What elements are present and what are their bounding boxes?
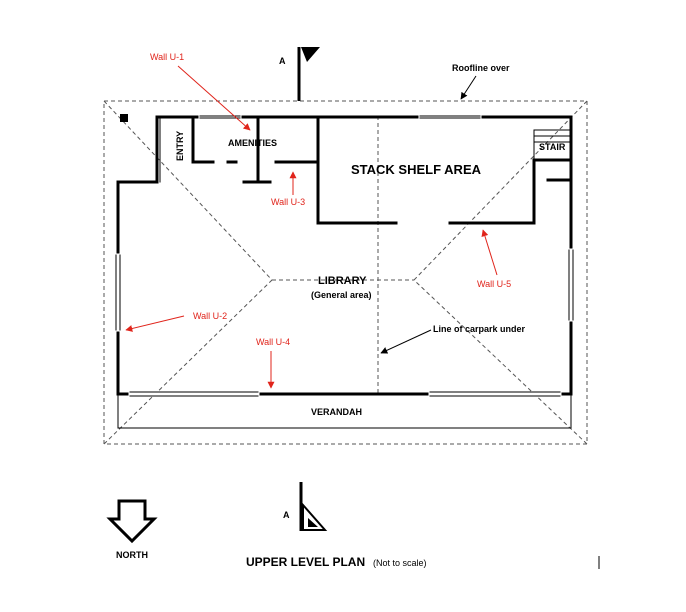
note-roofline: Roofline over [452,63,510,73]
north-label: NORTH [116,550,148,560]
section-marker-top-label: A [279,56,286,66]
wall-label-u1: Wall U-1 [150,52,184,62]
roofline-outline [103,100,588,445]
wall-u5-arrow [481,229,498,276]
corner-marker-icon [120,114,128,122]
north-arrow-icon [106,499,158,544]
wall-label-u2: Wall U-2 [193,311,227,321]
section-marker-bottom-label: A [283,510,290,520]
note-carpark: Line of carpark under [433,324,526,334]
roofline-pointer [460,75,477,100]
wall-label-u4: Wall U-4 [256,337,290,347]
section-marker-top-icon [297,47,320,101]
wall-label-u5: Wall U-5 [477,279,511,289]
wall-u2-arrow [125,315,185,332]
carpark-pointer [380,329,432,354]
plan-title: UPPER LEVEL PLAN [246,555,365,569]
room-label-verandah: VERANDAH [311,407,362,417]
room-label-amenities: AMENITIES [228,138,277,148]
room-label-library: LIBRARY [318,275,367,287]
room-label-entry: ENTRY [175,131,185,161]
section-marker-bottom-icon [299,482,328,531]
room-label-stair: STAIR [539,142,566,152]
room-label-library-sub: (General area) [311,290,372,300]
plan-subtitle: (Not to scale) [373,558,427,568]
wall-label-u3: Wall U-3 [271,197,305,207]
wall-u1-arrow [177,65,251,131]
building-walls [115,115,574,429]
roof-hip-lines [103,100,588,445]
room-label-stack-shelf-area: STACK SHELF AREA [351,162,482,177]
stair-treads [534,135,571,143]
